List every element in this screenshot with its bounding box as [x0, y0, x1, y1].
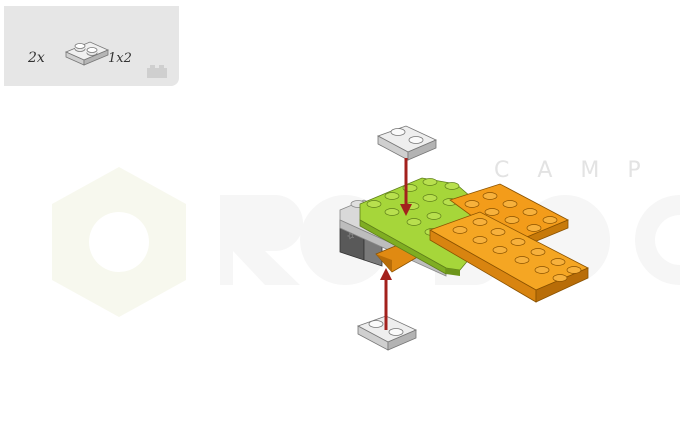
brick-icon [147, 65, 167, 78]
plate-1x2-icon [64, 41, 110, 66]
orange-studs [452, 192, 582, 282]
svg-text:☆: ☆ [346, 231, 357, 243]
hexagon-logo-icon [52, 167, 186, 317]
arrow-down-icon [400, 158, 412, 216]
watermark-camp-text: CAMP [494, 158, 669, 182]
parts-callout: 2x 1x2 [4, 6, 179, 86]
model-assembly: ☆ [339, 125, 589, 351]
watermark-camp: CAMP [494, 158, 669, 182]
part-size: 1x2 [108, 51, 132, 66]
part-quantity: 2x [28, 50, 45, 66]
arrow-up-icon [380, 268, 392, 330]
lime-studs [366, 178, 460, 236]
plate-1x2-top [377, 125, 437, 161]
